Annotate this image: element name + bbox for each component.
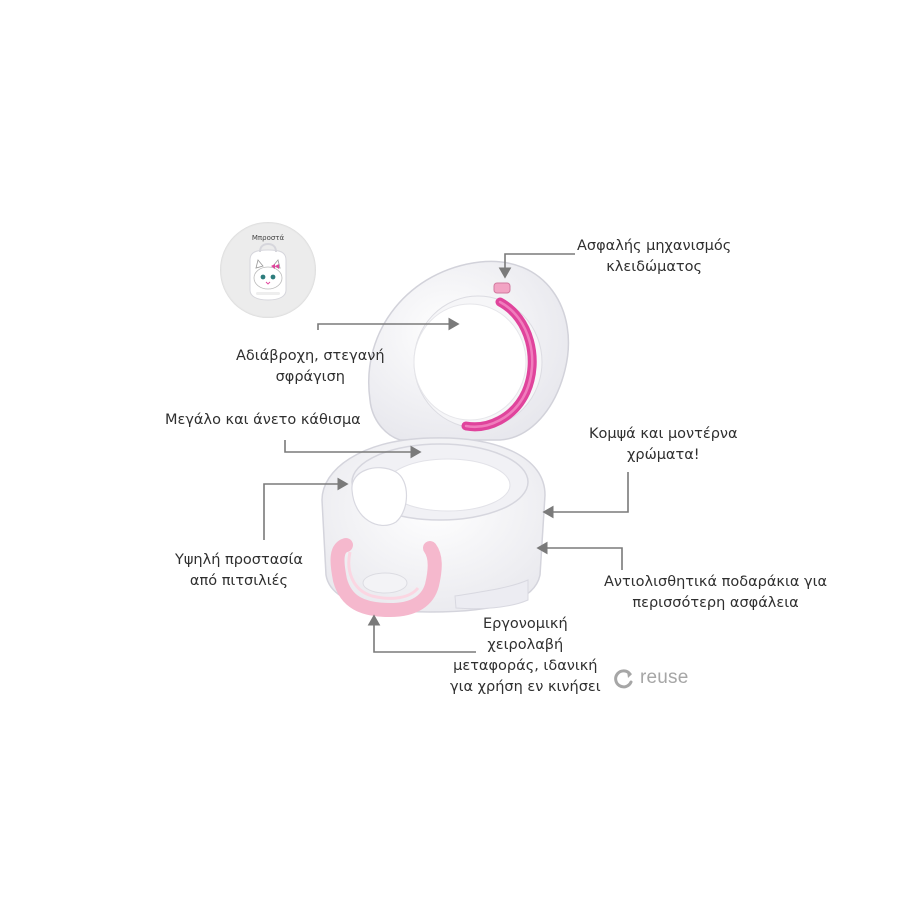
callout-colors-label: Κομψά και μοντέρνα χρώματα! bbox=[589, 426, 738, 463]
cat-face-potty-icon bbox=[249, 242, 287, 301]
callout-seal-label: Αδιάβροχη, στεγανή σφράγιση bbox=[236, 348, 385, 385]
arrow-seal bbox=[317, 317, 460, 331]
thumbnail-label: Μπροστά bbox=[251, 234, 285, 242]
callout-handle-label: Εργονομική χειρολαβή μεταφοράς, ιδανική … bbox=[450, 616, 601, 695]
arrow-lock bbox=[498, 253, 575, 279]
callout-lock-label: Ασφαλής μηχανισμός κλειδώματος bbox=[577, 238, 732, 275]
potty-base bbox=[321, 437, 546, 618]
front-view-thumbnail: Μπροστά bbox=[220, 222, 316, 318]
lock-mechanism bbox=[493, 282, 511, 294]
callout-feet-label: Αντιολισθητικά ποδαράκια για περισσότερη… bbox=[604, 574, 828, 611]
reuse-logo-text: reuse bbox=[640, 667, 689, 688]
arrow-handle bbox=[367, 614, 476, 653]
arrow-seat bbox=[284, 440, 422, 459]
reuse-logo: reuse bbox=[612, 664, 689, 692]
callout-seat-label: Μεγάλο και άνετο κάθισμα bbox=[165, 412, 361, 428]
arrow-colors bbox=[542, 472, 629, 519]
callout-splash-label: Υψηλή προστασία από πιτσιλιές bbox=[175, 552, 303, 589]
potty-lid bbox=[368, 260, 570, 441]
arrow-splash bbox=[263, 477, 349, 540]
arrow-feet bbox=[536, 541, 623, 570]
reuse-arrow-icon bbox=[614, 669, 633, 689]
